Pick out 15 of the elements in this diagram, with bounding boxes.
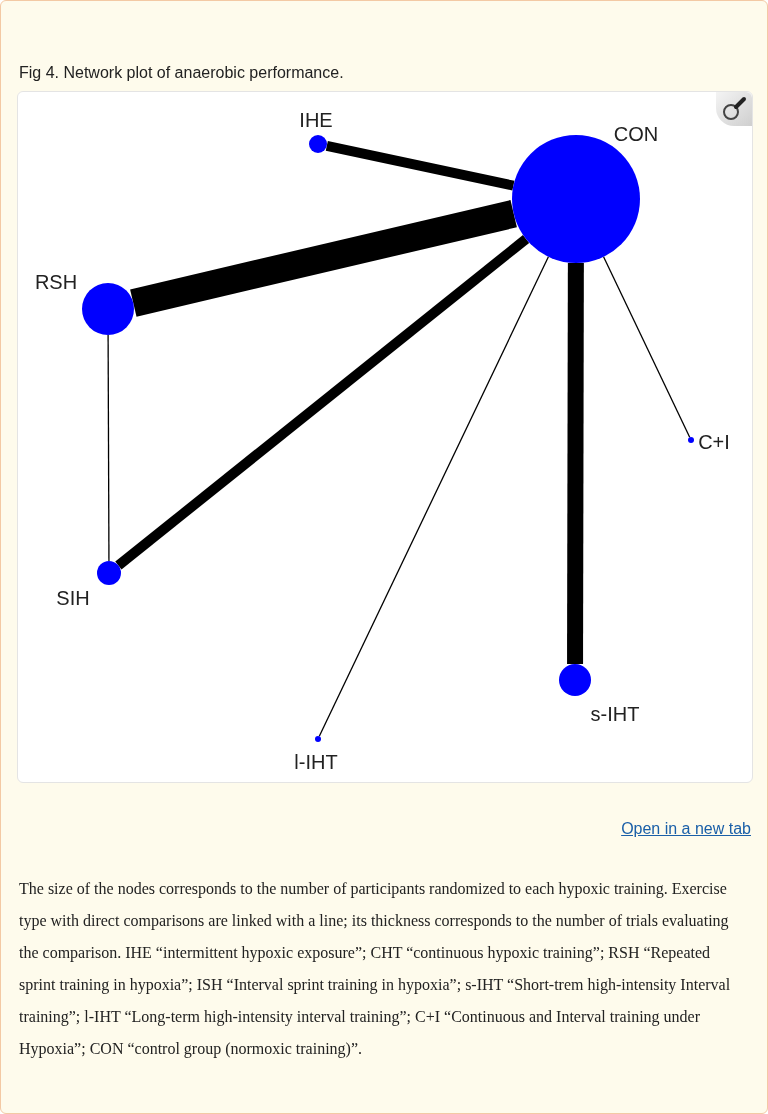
connecting-line — [325, 141, 515, 191]
figure-caption: The size of the nodes corresponds to the number of participants randomized to each hypoxic training. Exercise type with direct comparisons are linked with a line; its thickness corresponds to the number of trials evaluating the comparison. IHE “intermittent hypoxic exposure”; CHT “continuous hypoxic training”; RSH “Repeated sprint training in hypoxia”; ISH “Interval sprint training in hypoxia”; s-IHT “Short-trem high-intensity Interval training”; l-IHT “Long-term high-intensity interval training”; C+I “Continuous and Interval training under Hypoxia”; CON “control group (normoxic training)”. — [19, 879, 732, 1060]
open-in-new-tab-link: Open in a new tab — [621, 819, 751, 839]
node-label: IHE — [299, 110, 333, 130]
connecting-line — [107, 334, 110, 562]
connecting-line — [602, 256, 691, 438]
node-label: SIH — [56, 588, 90, 608]
connecting-line — [115, 235, 530, 570]
node-label: l-IHT — [294, 752, 338, 772]
figure-title: Fig 4. Network plot of anaerobic performance. — [19, 63, 344, 83]
node-label: s-IHT — [590, 704, 640, 724]
node-label: CON — [613, 124, 659, 144]
node-label: RSH — [34, 272, 78, 292]
connecting-line — [318, 256, 550, 737]
node-label: C+I — [698, 432, 730, 452]
